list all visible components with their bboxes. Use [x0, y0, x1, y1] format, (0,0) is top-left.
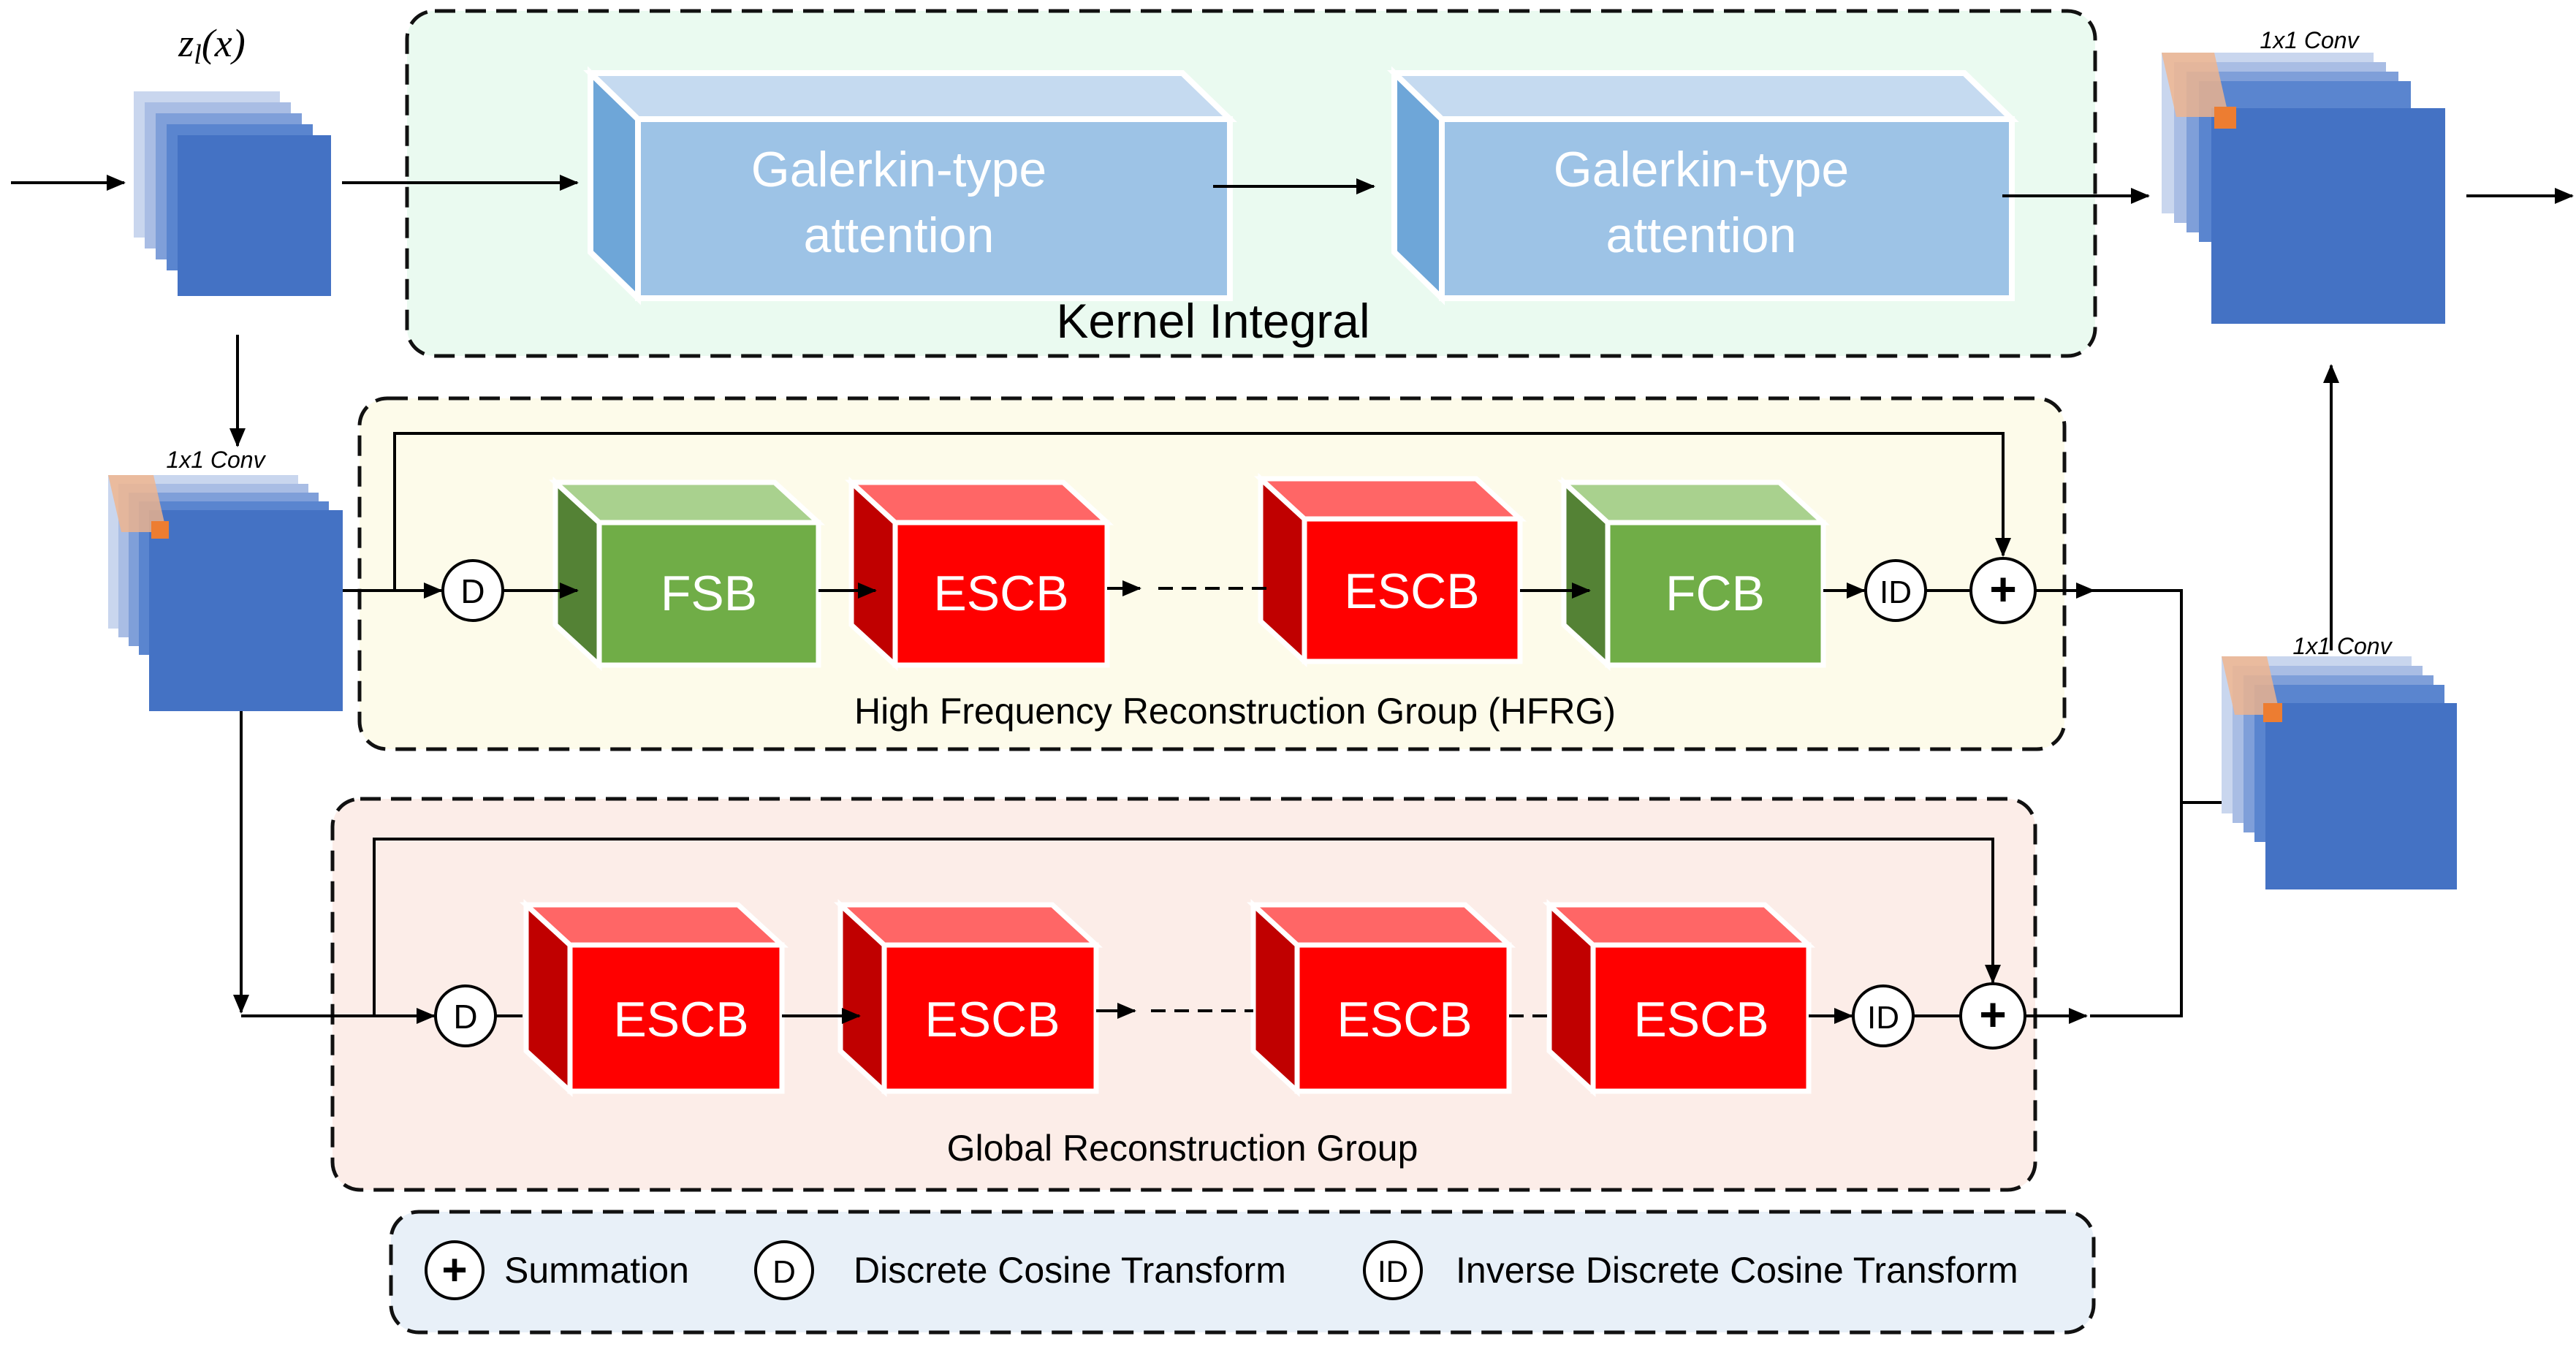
- plus-symbol: +: [1979, 988, 2006, 1041]
- galerkin-label-line2: attention: [1606, 208, 1797, 263]
- galerkin-block-2: Galerkin-type attention: [1387, 66, 2019, 306]
- hfrg-sum-node: +: [1969, 557, 2037, 624]
- connectors: [11, 175, 2574, 1024]
- block-label: ESCB: [924, 992, 1060, 1047]
- block-label: FSB: [661, 566, 757, 621]
- legend-dct-label: Discrete Cosine Transform: [854, 1250, 1286, 1291]
- hfrg-block-fsb: FSB: [549, 477, 825, 671]
- idct-symbol: ID: [1378, 1254, 1408, 1289]
- dct-symbol: D: [460, 572, 485, 610]
- block-label: FCB: [1665, 566, 1765, 621]
- kernel-integral-label: Kernel Integral: [1056, 294, 1369, 348]
- input-feature-map: [134, 91, 331, 296]
- grg-sum-node: +: [1959, 982, 2026, 1050]
- hfrg-dct-node: D: [441, 559, 504, 622]
- galerkin-label-line1: Galerkin-type: [1554, 142, 1849, 197]
- grg-block-escb-4: ESCB: [1543, 899, 1815, 1097]
- block-label: ESCB: [1344, 564, 1479, 619]
- hfrg-block-fcb: FCB: [1557, 477, 1830, 671]
- legend-summation: + Summation: [425, 1240, 689, 1300]
- block-label: ESCB: [613, 992, 748, 1047]
- dct-icon: [754, 1240, 814, 1300]
- block-label: ESCB: [1633, 992, 1768, 1047]
- block-label: ESCB: [933, 566, 1068, 621]
- right-mid-conv-label: 1x1 Conv: [2292, 633, 2393, 659]
- idct-symbol: ID: [1880, 574, 1912, 610]
- top-right-conv-feature-map: [2162, 53, 2445, 324]
- summation-icon: [425, 1240, 485, 1300]
- plus-symbol: +: [441, 1245, 467, 1294]
- block-label: ESCB: [1337, 992, 1472, 1047]
- galerkin-block-1: Galerkin-type attention: [583, 66, 1237, 306]
- legend-dct: D Discrete Cosine Transform: [754, 1240, 1286, 1300]
- right-mid-conv-feature-map: [2222, 656, 2457, 889]
- hfrg-label: High Frequency Reconstruction Group (HFR…: [854, 691, 1616, 732]
- conv-kernel-mark: [151, 521, 169, 539]
- grg-block-escb-3: ESCB: [1247, 899, 1516, 1097]
- galerkin-label-line1: Galerkin-type: [751, 142, 1046, 197]
- dct-symbol: D: [772, 1254, 796, 1290]
- grg-dct-node: D: [434, 984, 497, 1047]
- dct-symbol: D: [453, 998, 477, 1036]
- legend-idct: ID Inverse Discrete Cosine Transform: [1363, 1240, 2018, 1300]
- input-label: zl(x): [178, 21, 246, 70]
- galerkin-label-line2: attention: [804, 208, 995, 263]
- grg-label: Global Reconstruction Group: [947, 1128, 1418, 1169]
- top-right-conv-label: 1x1 Conv: [2260, 27, 2360, 53]
- left-conv-feature-map: [108, 475, 343, 711]
- conv-kernel-mark: [2214, 107, 2236, 129]
- plus-symbol: +: [1989, 563, 2016, 615]
- grg-block-escb-2: ESCB: [834, 899, 1103, 1097]
- conv-kernel-mark: [2263, 703, 2282, 722]
- left-conv-label: 1x1 Conv: [166, 447, 266, 473]
- hfrg-idct-node: ID: [1864, 559, 1927, 622]
- legend-box: [389, 1210, 2096, 1335]
- legend-idct-label: Inverse Discrete Cosine Transform: [1456, 1250, 2018, 1291]
- grg-block-escb-1: ESCB: [520, 899, 789, 1097]
- legend-sum-label: Summation: [504, 1250, 689, 1291]
- idct-symbol: ID: [1867, 1000, 1899, 1036]
- hfrg-block-escb-1: ESCB: [845, 477, 1114, 671]
- idct-icon: [1363, 1240, 1423, 1300]
- hfrg-block-escb-2: ESCB: [1254, 473, 1527, 667]
- grg-idct-node: ID: [1852, 984, 1915, 1047]
